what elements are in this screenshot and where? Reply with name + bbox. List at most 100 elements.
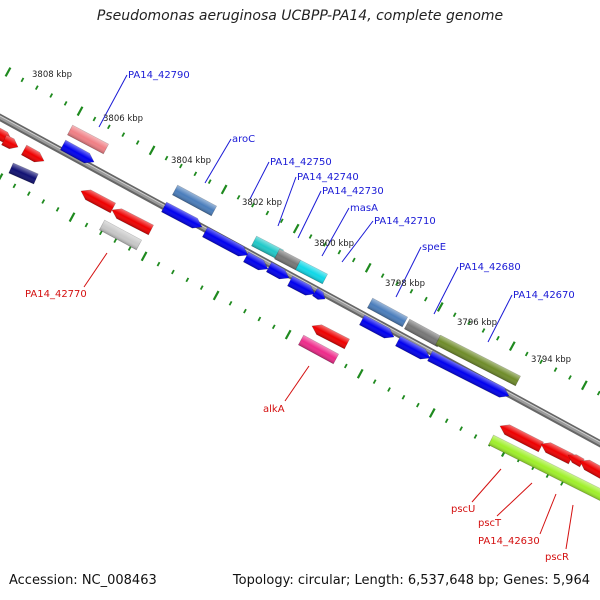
minor-tick [323,241,327,247]
feature-PA14_42680[interactable] [403,318,444,348]
ruler-labels: 3808 kbp 3806 kbp 3804 kbp 3802 kbp 3800… [32,70,571,365]
feature-blue-9[interactable] [427,350,512,401]
feature-aroC[interactable] [171,184,218,217]
feature-left-navy[interactable] [8,162,39,185]
feature-red-1[interactable] [78,186,116,214]
feature-red-6[interactable] [566,451,585,468]
feature-left-red-3[interactable] [20,144,46,166]
leader-PA14_42740 [277,176,297,227]
minor-tick [279,218,284,224]
leader-PA14_42680 [433,266,459,315]
minor-tick [401,394,406,400]
label-PA14_42750[interactable]: PA14_42750 [270,157,332,168]
gene-labels: PA14_42790 aroC PA14_42750 PA14_42740 PA… [25,70,575,563]
feature-red-5[interactable] [539,439,574,465]
feature-red-7[interactable] [577,456,600,481]
label-PA14_42670[interactable]: PA14_42670 [513,290,575,301]
leader-alkA [284,365,310,402]
feature-PA14_42770[interactable] [98,219,143,251]
ruler-3802-kbp: 3802 kbp [242,198,282,208]
leader-PA14_42730 [297,190,322,239]
feature-blue-8[interactable] [395,335,432,363]
label-PA14_42770[interactable]: PA14_42770 [25,289,87,300]
lower-tick-row [0,173,564,486]
minor-tick [372,379,377,384]
label-PA14_42740[interactable]: PA14_42740 [297,172,359,183]
ruler-3798-kbp: 3798 kbp [385,279,425,289]
feature-alkA[interactable] [297,334,340,365]
label-speE[interactable]: speE [422,242,446,253]
leader-pscU [471,468,502,503]
leader-PA14_42770 [83,252,108,288]
major-tick [364,262,372,273]
feature-masA[interactable] [312,287,327,302]
major-tick [581,380,588,391]
leader-PA14_42670 [487,294,513,343]
feature-pscU[interactable] [488,434,600,503]
feature-red-2[interactable] [109,205,154,236]
ruler-3794-kbp: 3794 kbp [531,355,571,365]
leader-PA14_42790 [98,74,128,128]
feature-PA14_42670[interactable] [435,334,521,387]
feature-PA14_42790[interactable] [67,124,109,155]
feature-layer [0,124,600,503]
label-masA[interactable]: masA [350,203,378,214]
feature-blue-3[interactable] [201,226,250,260]
feature-PA14_42740[interactable] [274,248,301,271]
minor-tick [92,116,97,122]
minor-tick [308,234,313,239]
minor-tick [171,269,175,275]
major-tick [436,302,444,312]
major-tick [284,329,292,340]
label-PA14_42730[interactable]: PA14_42730 [322,186,384,197]
major-tick [4,67,12,77]
feature-blue-4[interactable] [242,251,270,274]
minor-tick [84,222,89,228]
feature-left-red-2[interactable] [1,134,21,152]
minor-tick [467,320,471,325]
feature-blue-1[interactable] [59,139,96,167]
minor-tick [199,285,204,291]
minor-tick [496,335,500,341]
feature-blue-2[interactable] [161,201,204,232]
label-PA14_42790[interactable]: PA14_42790 [128,70,190,81]
label-PA14_42680[interactable]: PA14_42680 [459,262,521,273]
minor-tick [560,481,564,486]
minor-tick [568,375,572,380]
feature-red-4[interactable] [497,421,544,453]
minor-tick [265,210,270,216]
minor-tick [135,140,140,145]
label-pscU[interactable]: pscU [451,504,475,515]
minor-tick [387,387,391,392]
feature-blue-5[interactable] [265,261,291,283]
minor-tick [207,179,212,185]
leader-aroC [204,138,232,184]
feature-speE[interactable] [366,297,409,328]
label-alkA[interactable]: alkA [263,404,285,415]
leader-PA14_42710 [341,220,374,263]
label-pscT[interactable]: pscT [478,518,502,529]
topology-text: Topology: circular; Length: 6,537,648 bp… [232,573,590,588]
feature-blue-6[interactable] [287,275,317,299]
label-PA14_42710[interactable]: PA14_42710 [374,216,436,227]
minor-tick [459,426,463,431]
leader-pscT [496,482,533,517]
minor-tick [416,402,420,408]
label-pscR[interactable]: pscR [545,552,569,563]
label-aroC[interactable]: aroC [232,134,255,145]
label-leaders [83,74,574,550]
ruler-3800-kbp: 3800 kbp [314,239,354,249]
leader-pscR [565,504,574,550]
label-PA14_42630[interactable]: PA14_42630 [478,536,540,547]
feature-red-3[interactable] [309,321,350,350]
minor-tick [351,257,356,263]
minor-tick [343,363,348,369]
minor-tick [179,163,183,169]
minor-tick [271,324,276,330]
major-tick [428,408,436,418]
minor-tick [41,199,46,204]
feature-blue-7[interactable] [359,314,396,342]
major-tick [292,223,300,234]
feature-PA14_42730[interactable] [295,259,328,285]
